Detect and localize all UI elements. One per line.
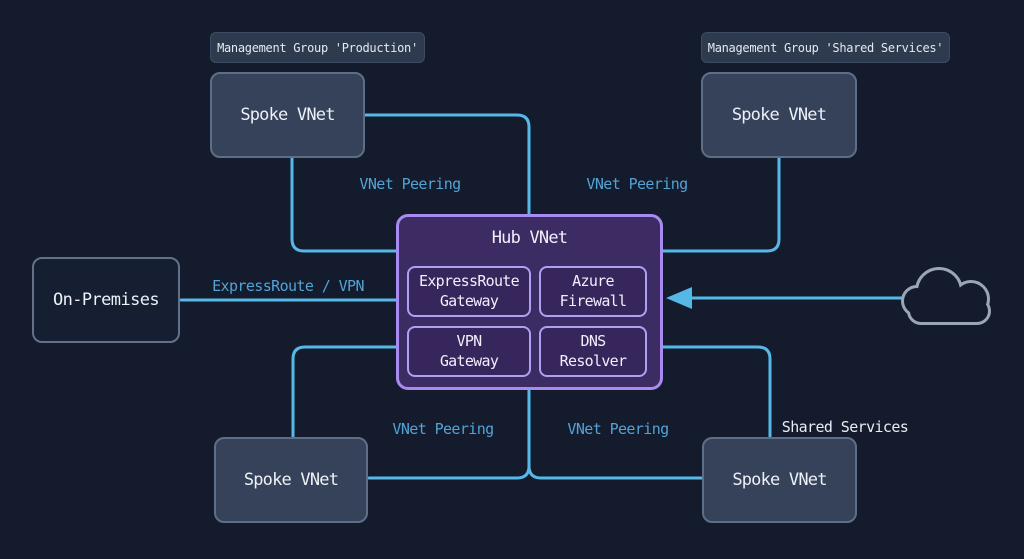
edge-spoke-tl-to-hub-top bbox=[363, 113, 531, 218]
node-hub-vnet: Hub VNet ExpressRoute Gateway Azure Fire… bbox=[396, 214, 663, 390]
edge-label-vnet-peering-top-right: VNet Peering bbox=[586, 175, 688, 193]
edge-label-vnet-peering-top-left: VNet Peering bbox=[359, 175, 461, 193]
hub-component-expressroute-gateway: ExpressRoute Gateway bbox=[407, 266, 531, 317]
edge-spoke-tl-to-hub-left bbox=[290, 156, 400, 253]
hub-component-azure-firewall: Azure Firewall bbox=[539, 266, 647, 317]
edge-spoke-tr-to-hub-right bbox=[659, 156, 781, 253]
component-label-line1: DNS bbox=[580, 331, 607, 350]
component-label-line1: ExpressRoute bbox=[419, 271, 520, 290]
node-label: Spoke VNet bbox=[732, 470, 827, 490]
component-label-line2: Firewall bbox=[559, 291, 627, 310]
node-label: Spoke VNet bbox=[240, 105, 335, 125]
hub-component-dns-resolver: DNS Resolver bbox=[539, 326, 647, 377]
annotation-shared-services: Shared Services bbox=[781, 418, 909, 436]
edge-hub-to-spoke-br-top bbox=[659, 345, 772, 440]
component-label-line1: VPN bbox=[456, 331, 483, 350]
component-label-line2: Gateway bbox=[439, 351, 499, 370]
hub-component-vpn-gateway: VPN Gateway bbox=[407, 326, 531, 377]
node-spoke-vnet-bottom-right: Spoke VNet bbox=[702, 437, 857, 523]
component-label-line2: Gateway bbox=[439, 291, 499, 310]
group-label-shared-services: Management Group 'Shared Services' bbox=[701, 32, 950, 63]
component-label-line1: Azure bbox=[572, 271, 614, 290]
edge-label-vnet-peering-bottom-left: VNet Peering bbox=[392, 420, 494, 438]
group-label-shared-services-text: Management Group 'Shared Services' bbox=[707, 40, 944, 55]
edge-label-expressroute-vpn: ExpressRoute / VPN bbox=[212, 277, 364, 295]
group-label-production-text: Management Group 'Production' bbox=[217, 40, 418, 55]
edge-hub-to-spoke-bl-top bbox=[291, 345, 400, 440]
arrow-head-into-hub bbox=[666, 287, 692, 309]
edge-hub-bottom-to-spoke-br bbox=[527, 387, 705, 480]
group-label-production: Management Group 'Production' bbox=[210, 32, 425, 63]
node-label: Spoke VNet bbox=[243, 470, 339, 490]
component-label-line2: Resolver bbox=[559, 351, 627, 370]
node-spoke-vnet-bottom-left: Spoke VNet bbox=[214, 437, 368, 523]
cloud-icon bbox=[901, 267, 991, 325]
node-label: On-Premises bbox=[53, 290, 160, 310]
node-on-premises: On-Premises bbox=[32, 257, 180, 343]
edge-label-vnet-peering-bottom-right: VNet Peering bbox=[567, 420, 669, 438]
node-spoke-vnet-top-left: Spoke VNet bbox=[210, 72, 365, 158]
node-label: Spoke VNet bbox=[731, 105, 827, 125]
hub-vnet-title: Hub VNet bbox=[491, 228, 568, 248]
node-spoke-vnet-top-right: Spoke VNet bbox=[701, 72, 857, 158]
